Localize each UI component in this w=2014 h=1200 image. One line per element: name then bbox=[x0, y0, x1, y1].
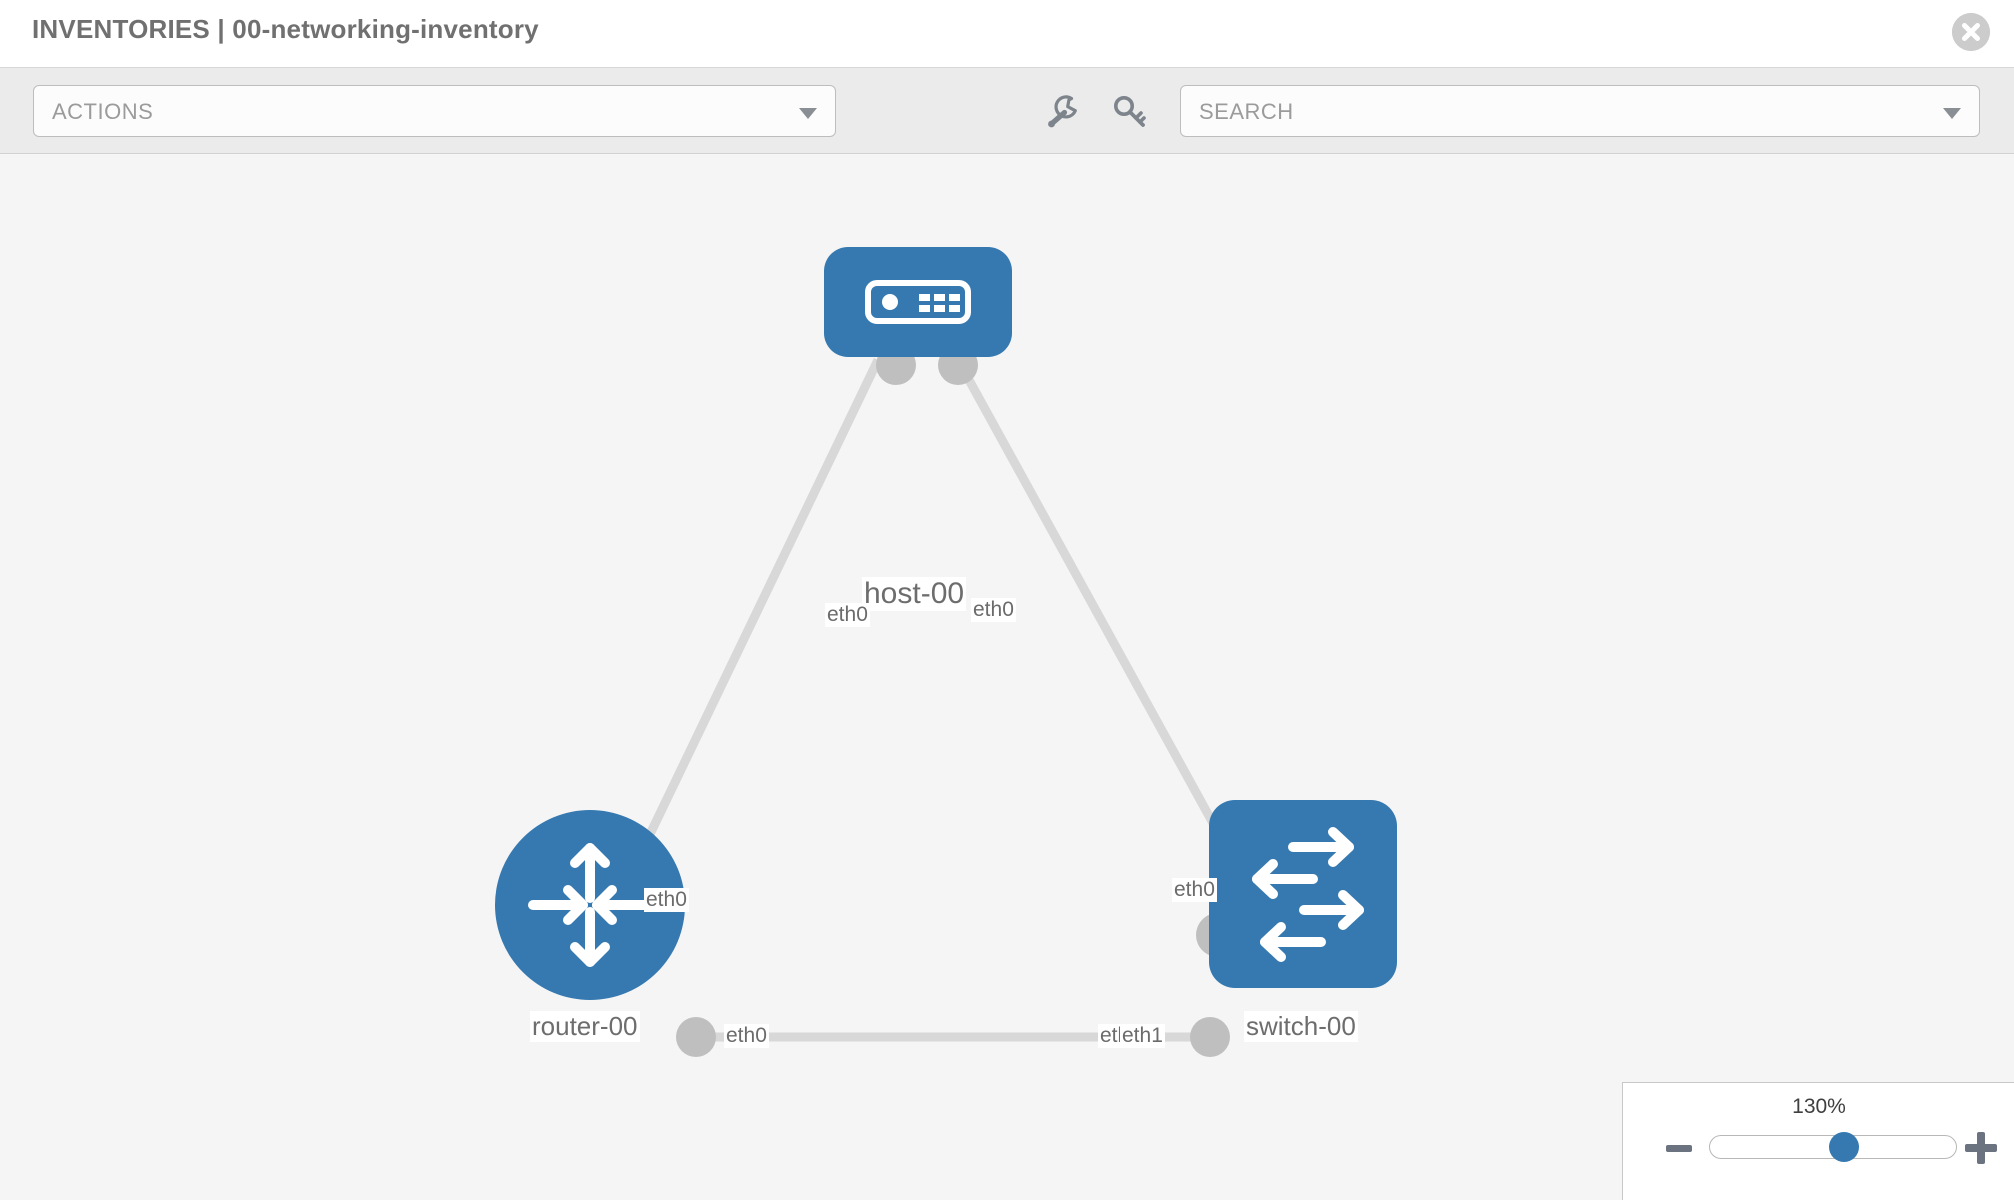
actions-dropdown[interactable]: ACTIONS bbox=[33, 85, 836, 137]
edge-label: eth0 bbox=[724, 1024, 769, 1048]
wrench-icon[interactable] bbox=[1040, 90, 1084, 134]
close-circle-icon bbox=[1952, 13, 1990, 51]
close-icon[interactable] bbox=[1952, 13, 1990, 51]
node-switch-00-shape[interactable] bbox=[1209, 800, 1397, 988]
node-host-00[interactable] bbox=[824, 247, 1012, 357]
node-router-00-label: router-00 bbox=[530, 1011, 640, 1042]
edge-label: eth0 bbox=[971, 598, 1016, 622]
key-glyph bbox=[1114, 96, 1146, 127]
edge-label: eth0 bbox=[644, 888, 689, 912]
chevron-down-icon bbox=[799, 108, 817, 119]
wrench-glyph bbox=[1048, 95, 1077, 128]
zoom-slider-thumb[interactable] bbox=[1828, 1132, 1859, 1162]
node-host-00-label: host-00 bbox=[862, 577, 967, 611]
edge-label: eth0 bbox=[825, 603, 870, 627]
switch-arrows-icon bbox=[1252, 827, 1364, 962]
router-arrows-icon bbox=[528, 843, 652, 967]
connection-handle[interactable] bbox=[676, 1017, 716, 1057]
page-header: INVENTORIES | 00-networking-inventory bbox=[0, 0, 2014, 68]
page-title: INVENTORIES | 00-networking-inventory bbox=[32, 14, 539, 44]
actions-dropdown-label: ACTIONS bbox=[52, 99, 154, 124]
zoom-level-value: 130% bbox=[1792, 1095, 1846, 1118]
connection-handle[interactable] bbox=[1190, 1017, 1230, 1057]
topology-canvas[interactable]: host-00 router-00 bbox=[0, 155, 2014, 1200]
chevron-down-icon bbox=[1943, 108, 1961, 119]
minus-icon[interactable] bbox=[1666, 1145, 1692, 1152]
node-switch-00-label: switch-00 bbox=[1244, 1011, 1358, 1042]
edge-label: eth1 bbox=[1120, 1024, 1165, 1048]
key-icon[interactable] bbox=[1108, 90, 1152, 134]
edge-label: eth0 bbox=[1172, 878, 1217, 902]
zoom-control-panel: 130% bbox=[1622, 1082, 2014, 1200]
plus-icon[interactable] bbox=[1965, 1132, 1997, 1164]
toolbar: ACTIONS SEARCH bbox=[0, 68, 2014, 154]
server-appliance-icon bbox=[865, 280, 971, 324]
node-host-00-shape[interactable] bbox=[824, 247, 1012, 357]
search-placeholder: SEARCH bbox=[1199, 99, 1294, 124]
node-switch-00[interactable] bbox=[1209, 800, 1397, 988]
search-input[interactable]: SEARCH bbox=[1180, 85, 1980, 137]
